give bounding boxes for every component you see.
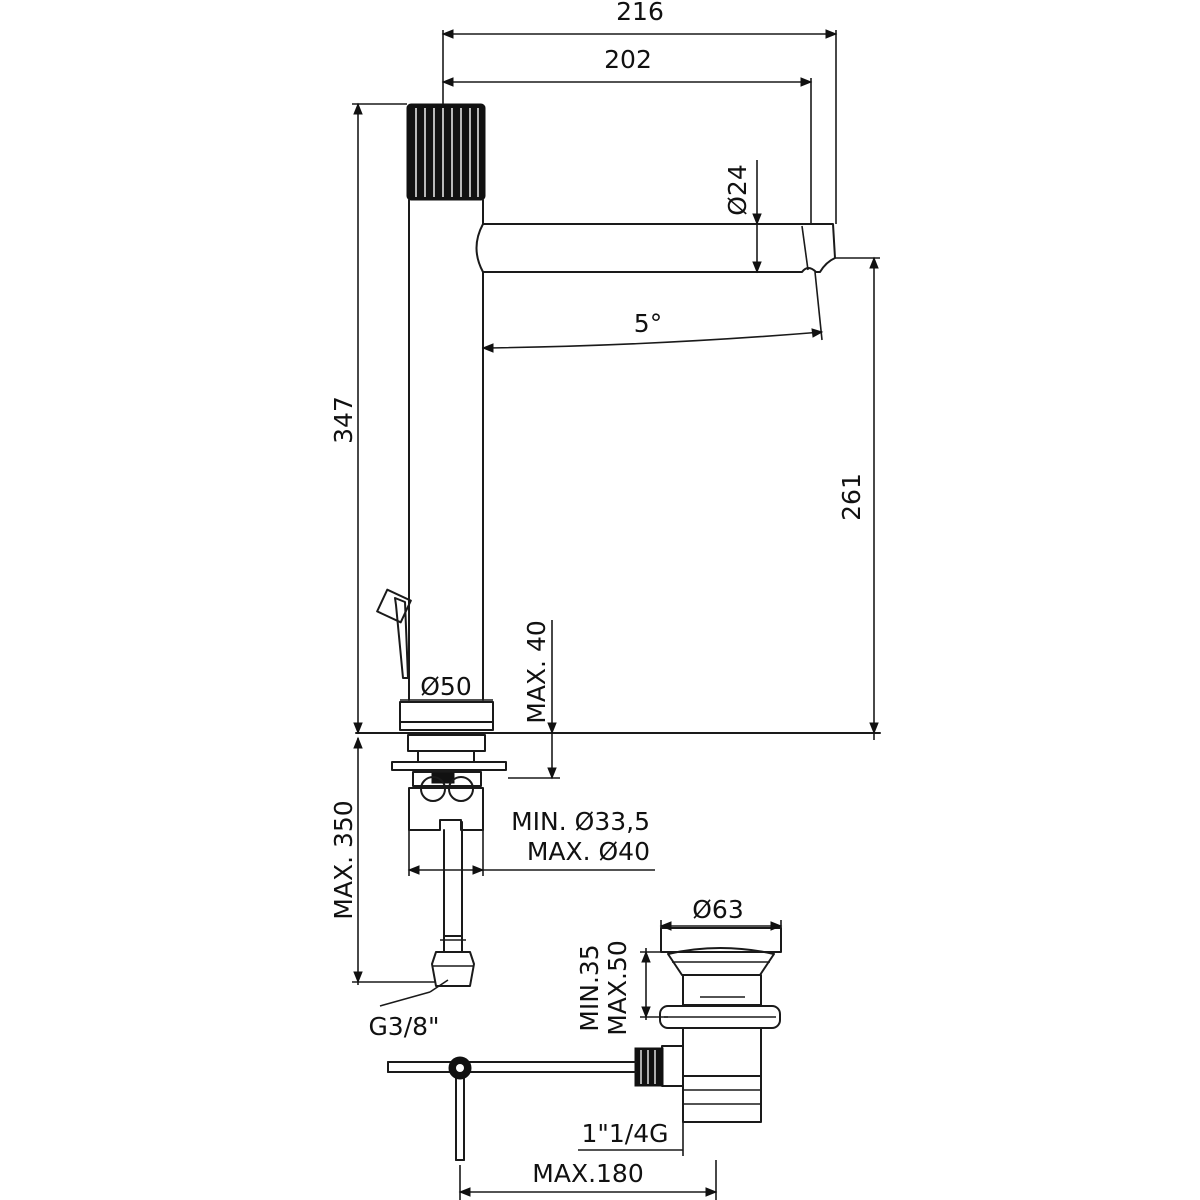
spout — [475, 223, 836, 273]
knurl-lines — [415, 108, 479, 197]
hose-connector — [443, 935, 463, 953]
label-spout-angle: 5° — [634, 309, 662, 338]
label-hose-length: MAX. 350 — [329, 800, 358, 919]
under-deck-fixing — [391, 734, 507, 987]
label-spout-height: 261 — [837, 473, 866, 521]
label-spout-diameter: Ø24 — [723, 164, 752, 216]
label-max-deck: MAX. 40 — [522, 620, 551, 724]
lift-rod-lever — [394, 597, 409, 679]
label-base-diameter: Ø50 — [420, 672, 472, 701]
faucet-body — [376, 103, 836, 731]
label-waste-thread: 1"1/4G — [581, 1119, 668, 1148]
dimension-arrows — [353, 29, 879, 1197]
label-waste-diameter: Ø63 — [692, 895, 744, 924]
label-width-total: 216 — [616, 0, 664, 26]
knurled-handle — [406, 103, 486, 201]
dimension-labels: 216 202 Ø24 5° 347 261 Ø50 MAX. 40 MIN. … — [329, 0, 866, 1188]
label-width-spout: 202 — [604, 45, 652, 74]
label-connection: G3/8" — [368, 1012, 439, 1041]
label-hole-max: MAX. Ø40 — [527, 837, 650, 866]
base-ring — [399, 701, 494, 731]
label-hole-min: MIN. Ø33,5 — [511, 807, 650, 836]
pop-up-waste — [387, 927, 782, 1161]
dimension-lines — [352, 30, 880, 1200]
label-waste-min: MIN.35 — [575, 944, 604, 1031]
label-height-total: 347 — [329, 396, 358, 444]
label-waste-max: MAX.50 — [603, 940, 632, 1036]
label-rod-length: MAX.180 — [532, 1159, 643, 1188]
